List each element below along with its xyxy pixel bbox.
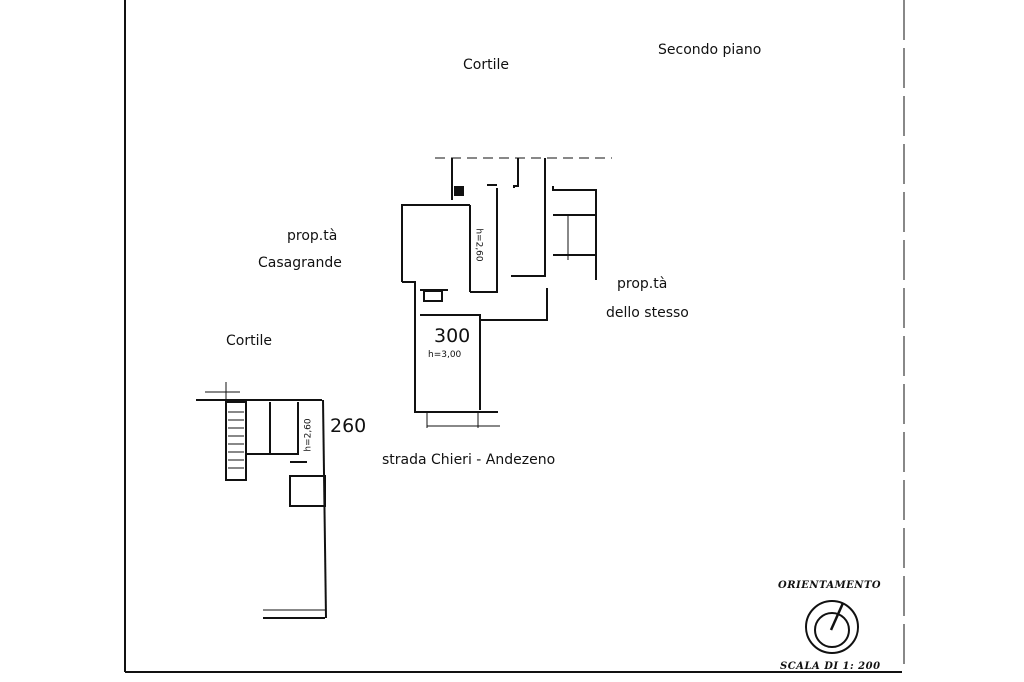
annex-height-label: h=2,60 bbox=[303, 418, 314, 452]
street-label: strada Chieri - Andezeno bbox=[382, 452, 556, 468]
right-owner-line2: dello stesso bbox=[606, 305, 689, 321]
room-height-label: h=2,60 bbox=[473, 228, 484, 262]
left-courtyard-label: Cortile bbox=[226, 333, 272, 349]
left-owner-line2: Casagrande bbox=[258, 255, 342, 271]
orientation-title: ORIENTAMENTO bbox=[778, 580, 882, 591]
right-owner-line1: prop.tà bbox=[617, 276, 668, 292]
orientation-compass bbox=[805, 600, 859, 654]
main-unit-number: 300 bbox=[434, 325, 471, 347]
scale-label: SCALA DI 1: 200 bbox=[780, 661, 881, 672]
annex-plan bbox=[196, 382, 327, 619]
main-unit-plan bbox=[401, 157, 612, 428]
floor-label: Secondo piano bbox=[658, 42, 762, 58]
annex-number: 260 bbox=[330, 415, 367, 437]
top-courtyard-label: Cortile bbox=[463, 57, 509, 73]
main-unit-height: h=3,00 bbox=[428, 350, 462, 360]
left-owner-line1: prop.tà bbox=[287, 228, 338, 244]
